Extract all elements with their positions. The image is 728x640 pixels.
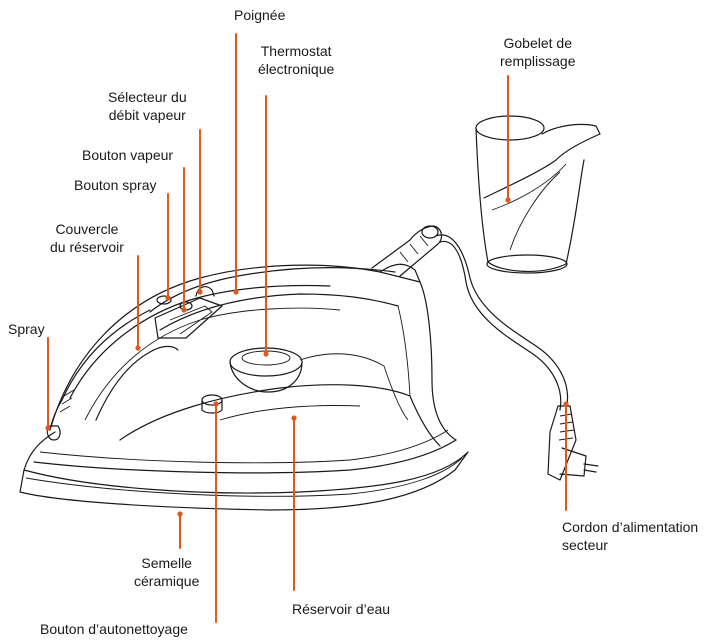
iron-body [19, 225, 469, 511]
label-gobelet: Gobelet de remplissage [500, 35, 576, 69]
label-selecteur: Sélecteur du débit vapeur [108, 89, 187, 123]
self-cleaning-button[interactable] [201, 394, 223, 414]
soleplate [19, 451, 469, 511]
handle [149, 267, 396, 313]
spray-button[interactable] [156, 295, 172, 305]
button-block [154, 297, 223, 339]
label-bouton-vapeur: Bouton vapeur [82, 147, 174, 163]
label-poignee: Poignée [234, 7, 286, 23]
power-cord [435, 234, 599, 481]
steam-selector[interactable] [195, 286, 215, 297]
filling-cup [475, 115, 601, 274]
label-semelle: Semelle céramique [134, 555, 200, 589]
spray-nozzle [46, 425, 61, 441]
label-thermostat: Thermostat électronique [258, 43, 335, 77]
label-bouton-spray: Bouton spray [74, 177, 157, 193]
leader-lines [45, 33, 569, 623]
label-reservoir: Réservoir d’eau [292, 601, 391, 617]
label-autonettoyage: Bouton d’autonettoyage [40, 621, 188, 637]
label-couvercle: Couvercle du réservoir [50, 221, 124, 255]
label-spray: Spray [8, 321, 45, 337]
water-tank [119, 384, 441, 447]
cord-swivel [371, 225, 443, 277]
power-plug [547, 405, 599, 481]
tank-cover [95, 345, 179, 421]
iron-shell [49, 264, 457, 441]
label-cordon: Cordon d’alimentation secteur [562, 519, 699, 553]
